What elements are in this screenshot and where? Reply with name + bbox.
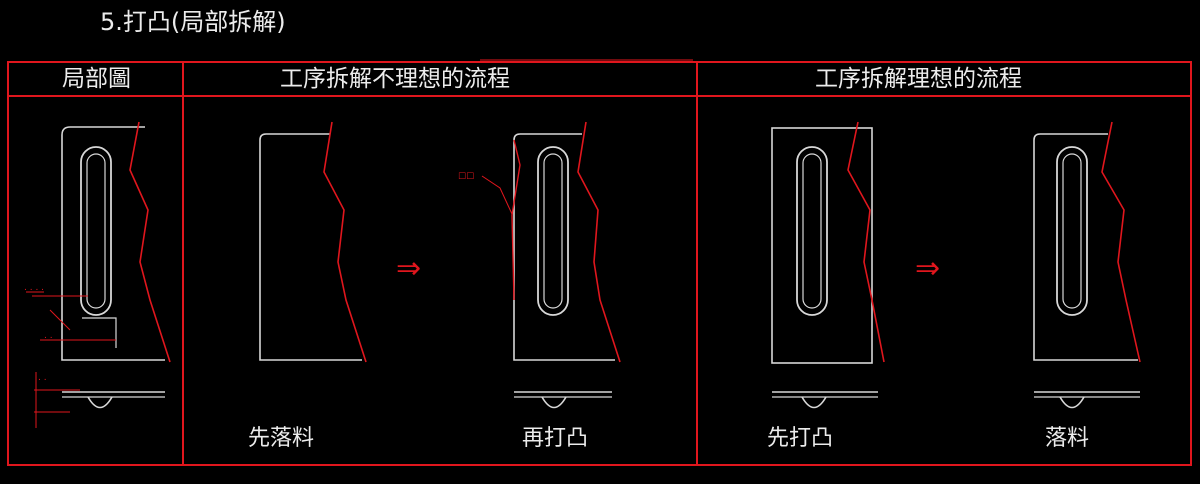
arrow-icon: ⇒ <box>396 251 421 286</box>
caption-bad-step1: 先落料 <box>248 426 315 451</box>
bad-step1-drawing <box>259 121 367 363</box>
caption-bad-step2: 再打凸 <box>522 426 589 451</box>
header-good-flow: 工序拆解理想的流程 <box>815 66 1022 92</box>
page-title: 5.打凸(局部拆解) <box>100 8 286 36</box>
header-bad-flow: 工序拆解不理想的流程 <box>280 66 510 92</box>
svg-text:☐☐: ☐☐ <box>458 172 474 182</box>
caption-good-step2: 落料 <box>1045 426 1090 451</box>
arrow-icon: ⇒ <box>915 251 940 286</box>
partial-view-drawing: . . . . . . . . <box>24 121 171 428</box>
svg-text:. .: . . <box>44 331 53 341</box>
header-partial-view: 局部圖 <box>62 66 131 92</box>
svg-text:. .: . . <box>38 373 47 383</box>
table-frame <box>7 59 1192 466</box>
caption-good-step1: 先打凸 <box>767 426 834 451</box>
dimension-marks: . . . . . . . . <box>24 283 116 428</box>
svg-text:. . . .: . . . . <box>24 283 44 293</box>
good-step2-drawing <box>1033 121 1141 409</box>
good-step1-drawing <box>771 121 885 409</box>
bad-step2-drawing: ☐☐ <box>458 121 621 409</box>
